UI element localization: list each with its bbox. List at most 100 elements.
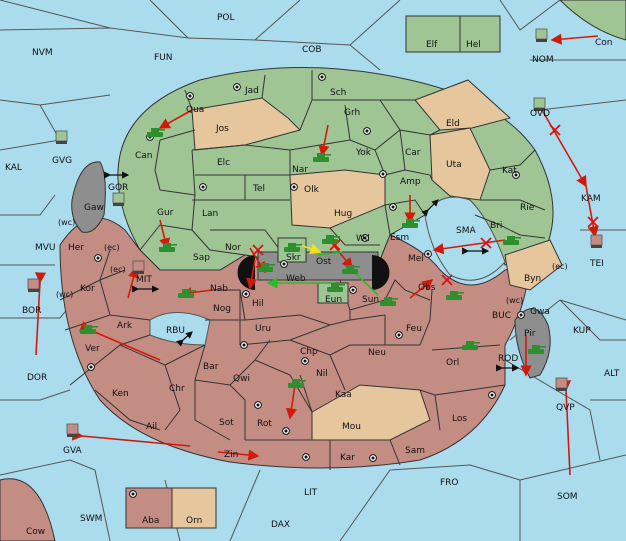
support-order xyxy=(299,243,322,255)
bullseye-icon xyxy=(199,183,207,191)
bullseye-icon xyxy=(301,357,309,365)
label-alt: ALT xyxy=(604,369,620,379)
label-ec: (ec) xyxy=(104,243,120,252)
label-feu: Feu xyxy=(406,324,422,334)
label-sap: Sap xyxy=(193,253,210,263)
label-sam: Sam xyxy=(405,446,425,456)
label-obs: Obs xyxy=(418,283,436,293)
label-sma: SMA xyxy=(456,226,476,236)
label-nab: Nab xyxy=(210,284,228,294)
label-fun: FUN xyxy=(154,53,173,63)
bullseye-icon xyxy=(302,453,310,461)
label-lit: LIT xyxy=(304,488,318,498)
bullseye-icon xyxy=(240,341,248,349)
bullseye-icon xyxy=(349,286,357,294)
bullseye-icon xyxy=(94,254,102,262)
bullseye-icon xyxy=(369,454,377,462)
flag-icon xyxy=(27,278,40,293)
label-orl: Orl xyxy=(446,358,459,368)
label-tei: TEI xyxy=(589,259,604,269)
label-bri: Bri xyxy=(490,221,502,231)
label-her: Her xyxy=(68,243,84,253)
label-wc-gwa: (wc) xyxy=(506,296,523,305)
label-ail: Ail xyxy=(146,422,157,432)
label-ec-kor: (ec) xyxy=(110,265,126,274)
label-cow: Cow xyxy=(26,527,45,537)
support-order xyxy=(351,269,379,296)
bullseye-icon xyxy=(517,311,525,319)
label-rie: Rie xyxy=(520,203,535,213)
label-eun: Eun xyxy=(325,295,342,305)
flag-icon xyxy=(535,28,548,43)
flag-icon xyxy=(555,377,568,392)
flag-icon xyxy=(132,260,145,275)
label-sun: Sun xyxy=(362,295,379,305)
canal-links xyxy=(104,171,520,372)
label-kat: Kat xyxy=(502,166,517,176)
label-con: Con xyxy=(595,38,613,48)
land-gaw xyxy=(71,161,106,233)
label-gva: GVA xyxy=(63,446,83,456)
label-gor: GOR xyxy=(108,183,128,193)
label-skr: Skr xyxy=(286,253,301,263)
label-hug: Hug xyxy=(334,209,352,219)
bullseye-icon xyxy=(242,290,250,298)
label-kor: Kor xyxy=(80,284,95,294)
land-elf xyxy=(405,15,461,53)
label-dor: DOR xyxy=(27,373,47,383)
bullseye-icon xyxy=(290,183,298,191)
bullseye-icon xyxy=(254,401,262,409)
label-neu: Neu xyxy=(368,348,386,358)
label-jad: Jad xyxy=(244,86,259,96)
label-wc-kor: (wc) xyxy=(56,290,73,299)
label-rot: Rot xyxy=(257,419,272,429)
label-uta: Uta xyxy=(446,160,462,170)
label-nil: Nil xyxy=(316,369,328,379)
label-can: Can xyxy=(135,151,153,161)
label-ken: Ken xyxy=(112,389,129,399)
label-web: Web xyxy=(286,274,306,284)
label-pir: Pir xyxy=(524,329,536,339)
label-mel: Mel xyxy=(408,254,424,264)
label-swm: SWM xyxy=(80,514,102,524)
label-mou: Mou xyxy=(342,422,361,432)
label-hel: Hel xyxy=(466,40,481,50)
label-kar: Kar xyxy=(340,453,355,463)
flag-icon xyxy=(590,234,603,249)
sea-sma xyxy=(424,196,506,281)
bullseye-icon xyxy=(395,331,403,339)
label-fro: FRO xyxy=(440,478,459,488)
label-gaw: Gaw xyxy=(84,203,104,213)
land-mou xyxy=(311,384,431,441)
label-uru: Uru xyxy=(255,324,271,334)
label-nom: NOM xyxy=(532,55,554,65)
label-qwi: Qwi xyxy=(233,374,250,384)
label-orn: Orn xyxy=(186,516,202,526)
label-gur: Gur xyxy=(157,208,174,218)
land-pir xyxy=(514,308,551,379)
bullseye-icon xyxy=(87,363,95,371)
flag-icon xyxy=(112,192,125,207)
bullseye-icon xyxy=(318,73,326,81)
label-sot: Sot xyxy=(219,418,234,428)
label-nar: Nar xyxy=(292,165,308,175)
province-borders xyxy=(139,70,546,256)
label-olk: Olk xyxy=(304,185,320,195)
label-cob: COB xyxy=(302,45,322,55)
label-elf: Elf xyxy=(426,40,438,50)
land-eld xyxy=(414,79,512,131)
label-gwa: Gwa xyxy=(530,307,550,317)
double-arrow-icon xyxy=(176,331,193,347)
land-orn xyxy=(171,487,217,529)
bullseye-icon xyxy=(282,427,290,435)
label-amp: Amp xyxy=(400,177,421,187)
label-wc: (wc) xyxy=(58,218,75,227)
bullseye-icon xyxy=(363,127,371,135)
label-qvp: QVP xyxy=(556,403,575,413)
label-ost: Ost xyxy=(316,257,332,267)
label-nog: Nog xyxy=(213,304,231,314)
flag-icon xyxy=(66,423,79,438)
label-kam: KAM xyxy=(581,194,601,204)
